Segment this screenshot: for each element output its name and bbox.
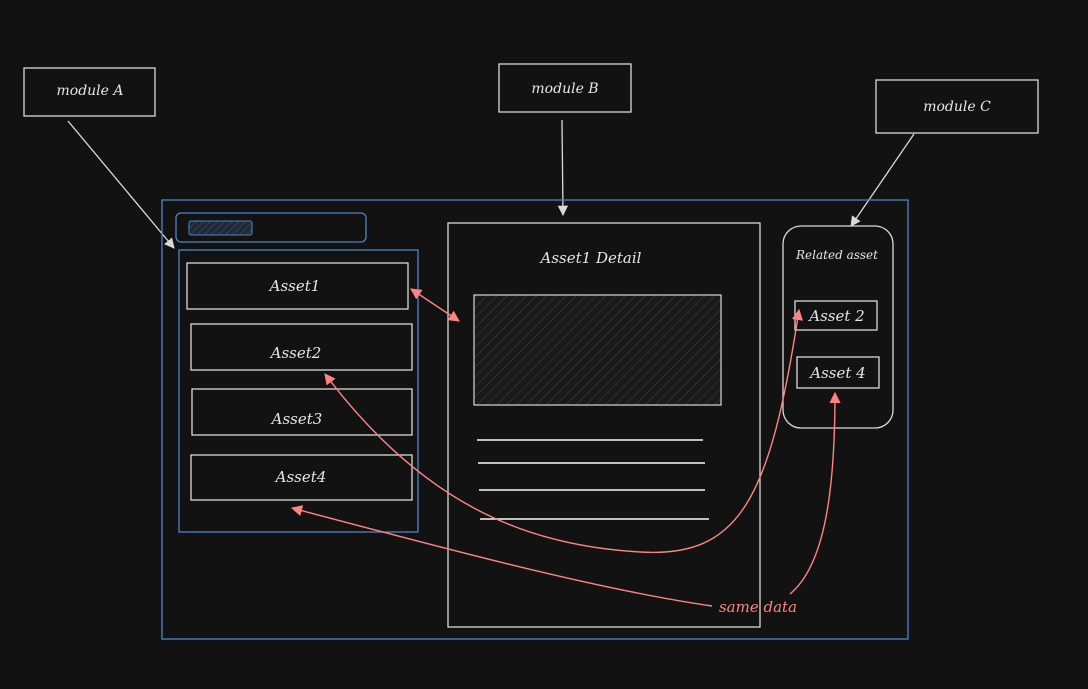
search-input[interactable] <box>188 220 253 236</box>
asset4-related-arrow <box>789 391 841 595</box>
list-item-label: Asset3 <box>270 410 323 428</box>
list-item[interactable]: Asset3 <box>191 388 413 436</box>
related-item[interactable]: Asset 2 <box>794 300 878 331</box>
related-item[interactable]: Asset 4 <box>796 356 880 389</box>
module-a-label: module A <box>56 83 123 99</box>
related-title: Related asset <box>795 248 878 262</box>
list-item[interactable]: Asset1 <box>186 262 409 310</box>
detail-text-lines <box>477 439 709 520</box>
list-item-label: Asset1 <box>268 277 321 295</box>
module-b-arrow <box>557 119 569 217</box>
module-b-box: module B <box>498 63 632 113</box>
search-bar[interactable] <box>175 212 367 243</box>
asset2-link-arrow <box>324 308 804 554</box>
same-data-annotation: same data <box>719 598 797 616</box>
asset4-link-arrow <box>290 505 713 607</box>
module-a-arrow <box>67 120 175 249</box>
related-item-label: Asset 4 <box>808 364 865 382</box>
list-item[interactable]: Asset2 <box>190 323 413 371</box>
detail-title: Asset1 Detail <box>539 249 642 267</box>
related-item-label: Asset 2 <box>807 307 864 325</box>
module-c-label: module C <box>923 99 991 115</box>
module-b-label: module B <box>531 81 598 97</box>
list-item[interactable]: Asset4 <box>190 454 413 501</box>
module-c-box: module C <box>875 79 1039 134</box>
list-item-label: Asset2 <box>269 344 322 362</box>
detail-image-placeholder <box>473 294 722 406</box>
asset-list-panel <box>178 249 419 533</box>
app-frame <box>161 199 909 640</box>
list-item-label: Asset4 <box>274 468 327 486</box>
detail-panel <box>447 222 761 628</box>
module-c-arrow <box>850 133 915 227</box>
module-a-box: module A <box>23 67 156 117</box>
